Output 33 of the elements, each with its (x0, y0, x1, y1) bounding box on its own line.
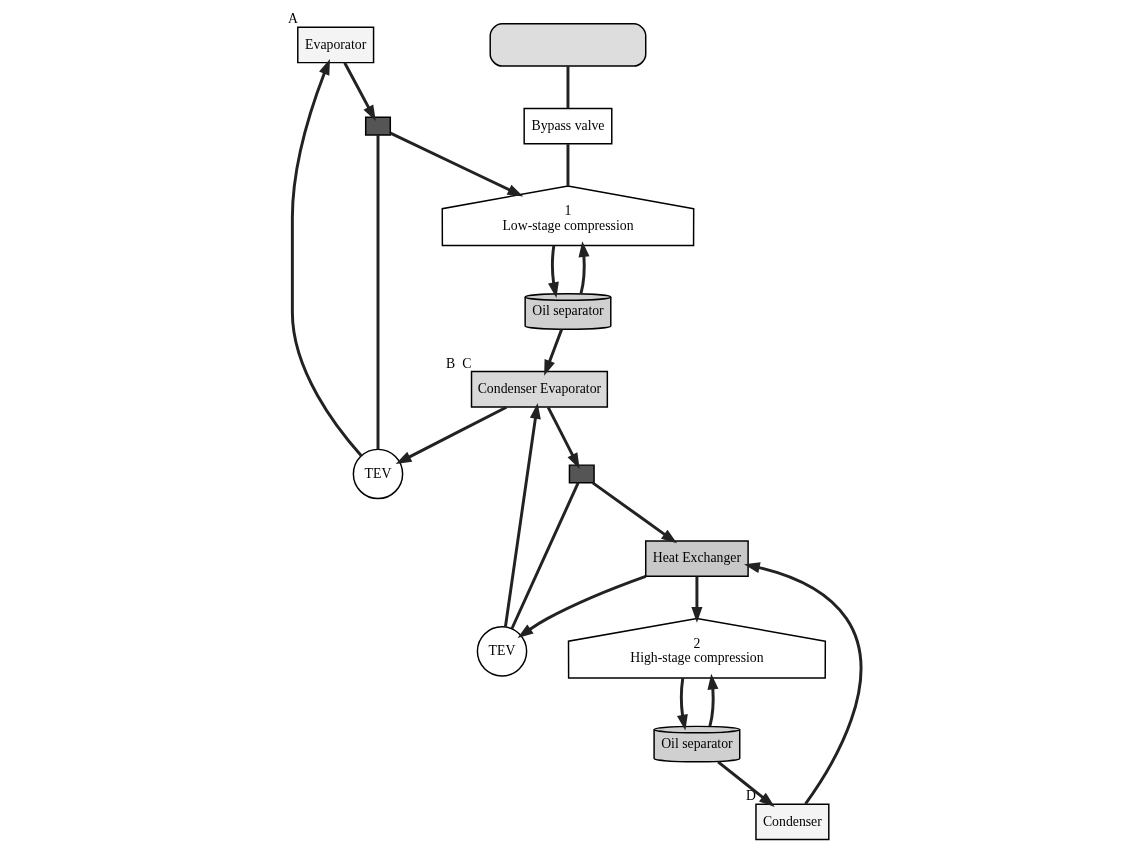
arrow (676, 677, 688, 731)
node-box: Bypass valve (522, 107, 612, 145)
node-box: Condenser (754, 803, 830, 841)
arrow (690, 576, 702, 623)
node-box (568, 464, 595, 484)
connector (566, 144, 569, 186)
arrow (591, 481, 677, 544)
node-circle: TEV (476, 626, 527, 677)
arrow (706, 673, 718, 727)
node-label: A (287, 11, 298, 27)
connector (566, 66, 569, 109)
connector (510, 482, 579, 630)
node-cylinder (488, 23, 646, 67)
arrow (716, 760, 775, 807)
connector (376, 134, 379, 450)
arrow (290, 58, 362, 457)
arrow (342, 62, 376, 121)
arrow (578, 241, 589, 294)
arrow (743, 562, 862, 805)
node-label: B C (445, 355, 471, 371)
arrow (503, 402, 541, 627)
node-box (364, 116, 391, 136)
arrow (547, 245, 559, 299)
node-box: Heat Exchanger (644, 540, 749, 578)
arrow (389, 131, 523, 197)
node-box: Evaporator (296, 26, 374, 64)
node-box: Condenser Evaporator (470, 370, 608, 408)
arrow (543, 328, 563, 376)
arrow (546, 406, 580, 469)
arrow (517, 575, 646, 638)
arrow (395, 405, 507, 464)
node-circle: TEV (352, 448, 403, 500)
node-label: D (745, 788, 756, 804)
